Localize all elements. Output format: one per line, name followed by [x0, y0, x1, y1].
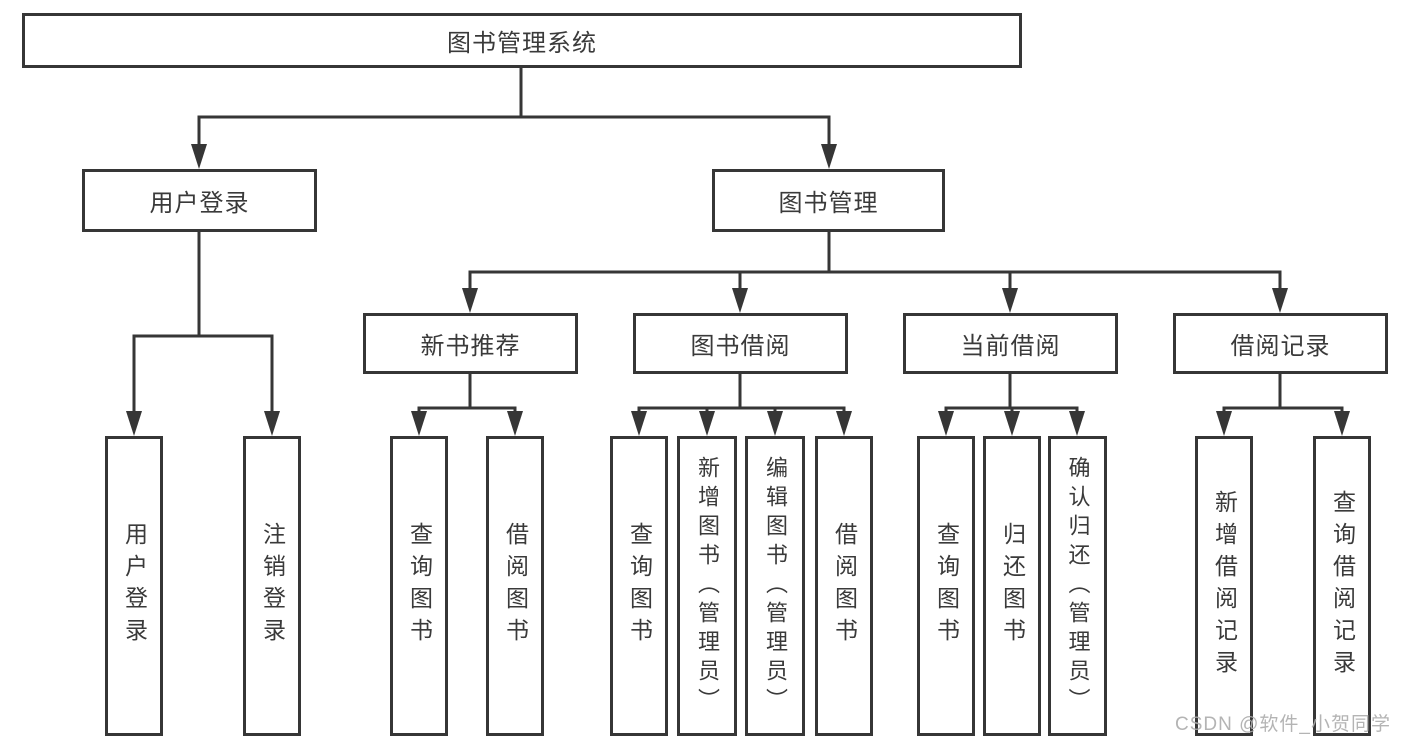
- node-root: 图书管理系统: [22, 13, 1022, 68]
- csdn-watermark: CSDN @软件_小贺同学: [1175, 714, 1391, 735]
- node-new-book-recommend: 新书推荐: [363, 313, 578, 374]
- leaf-user-login-label: 用户登录: [121, 522, 148, 650]
- leaf-borrow-query: 查询图书: [610, 436, 668, 736]
- node-user-login-label: 用户登录: [149, 190, 250, 217]
- leaf-edit-book-admin-label: 编辑图书（管理员）: [763, 455, 788, 717]
- node-book-borrow-label: 图书借阅: [690, 333, 791, 360]
- node-new-book-recommend-label: 新书推荐: [420, 333, 521, 360]
- leaf-current-query: 查询图书: [917, 436, 975, 736]
- node-borrow-records: 借阅记录: [1173, 313, 1388, 374]
- leaf-newbooks-query-label: 查询图书: [406, 522, 433, 650]
- leaf-query-borrow-record: 查询借阅记录: [1313, 436, 1371, 736]
- node-book-borrow: 图书借阅: [633, 313, 848, 374]
- leaf-user-login: 用户登录: [105, 436, 163, 736]
- leaf-borrow-query-label: 查询图书: [626, 522, 653, 650]
- node-user-login: 用户登录: [82, 169, 317, 232]
- leaf-add-borrow-record: 新增借阅记录: [1195, 436, 1253, 736]
- leaf-newbooks-borrow: 借阅图书: [486, 436, 544, 736]
- leaf-newbooks-borrow-label: 借阅图书: [502, 522, 529, 650]
- node-book-management: 图书管理: [712, 169, 945, 232]
- node-borrow-records-label: 借阅记录: [1230, 333, 1331, 360]
- node-book-management-label: 图书管理: [778, 190, 879, 217]
- leaf-confirm-return-admin-label: 确认归还（管理员）: [1065, 455, 1091, 717]
- leaf-logout: 注销登录: [243, 436, 301, 736]
- node-root-label: 图书管理系统: [447, 30, 597, 57]
- leaf-current-query-label: 查询图书: [933, 522, 960, 650]
- node-current-borrow: 当前借阅: [903, 313, 1118, 374]
- leaf-add-book-admin: 新增图书（管理员）: [677, 436, 737, 736]
- leaf-add-borrow-record-label: 新增借阅记录: [1211, 490, 1238, 682]
- leaf-borrow-book: 借阅图书: [815, 436, 873, 736]
- leaf-query-borrow-record-label: 查询借阅记录: [1329, 490, 1356, 682]
- leaf-return-book: 归还图书: [983, 436, 1041, 736]
- connector-arrow: [126, 144, 1350, 436]
- leaf-return-book-label: 归还图书: [999, 522, 1026, 650]
- leaf-logout-label: 注销登录: [259, 522, 286, 650]
- leaf-confirm-return-admin: 确认归还（管理员）: [1048, 436, 1107, 736]
- leaf-newbooks-query: 查询图书: [390, 436, 448, 736]
- node-current-borrow-label: 当前借阅: [960, 333, 1061, 360]
- leaf-add-book-admin-label: 新增图书（管理员）: [695, 455, 720, 717]
- leaf-borrow-book-label: 借阅图书: [831, 522, 858, 650]
- leaf-edit-book-admin: 编辑图书（管理员）: [745, 436, 805, 736]
